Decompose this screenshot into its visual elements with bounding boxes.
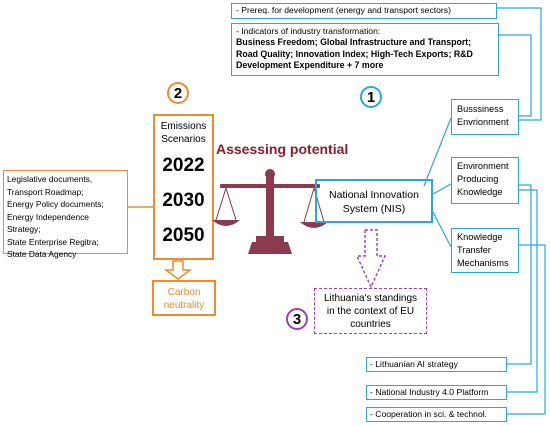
source-item: Legislative documents,: [7, 174, 93, 184]
business-environment-box: Busssiness Envrionment: [451, 99, 519, 135]
environment-line-3: Knowledge: [457, 187, 503, 197]
scenarios-box: Emissions Scenarios 2022 2030 2050: [153, 114, 214, 260]
connector-ai-strategy: [507, 184, 532, 365]
industry-platform-text: - National Industry 4.0 Platform: [370, 387, 489, 397]
connector-indicators: [499, 34, 532, 117]
carbon-line-1: Carbon: [167, 287, 201, 298]
sources-box: Legislative documents, Transport Roadmap…: [3, 170, 128, 259]
scenarios-heading-2: Scenarios: [161, 134, 206, 145]
cooperation-text: - Cooperation in sci. & technol.: [370, 409, 488, 419]
source-item: Transport Roadmap;: [7, 186, 84, 197]
knowledge-line-3: Mechanisms: [457, 258, 509, 268]
knowledge-line-1: Knowledge: [457, 232, 503, 242]
knowledge-line-2: Transfer: [457, 245, 491, 255]
connector-nis-business: [423, 117, 452, 187]
ai-strategy-text: - Lithuanian AI strategy: [370, 359, 458, 369]
connector-nis-knowledge: [432, 211, 452, 248]
indicators-list: Business Freedom; Global Infrastructure …: [236, 37, 473, 70]
source-item: State Enterprise Regitra;: [7, 236, 99, 247]
year-2050: 2050: [162, 225, 205, 246]
indicators-heading: - Indicators of industry transformation:: [236, 26, 381, 36]
ai-strategy-box: - Lithuanian AI strategy: [366, 357, 507, 372]
standings-box: Lithuania's standings in the context of …: [314, 288, 427, 334]
environment-line-2: Producing: [457, 174, 499, 184]
badge-three: 3: [286, 308, 308, 330]
source-item: State Data Agency: [7, 249, 77, 259]
standings-arrow: [355, 229, 387, 289]
nis-line-1: National Innovation: [329, 189, 419, 201]
standings-line-3: countries: [350, 319, 391, 330]
business-line-1: Busssiness: [457, 104, 504, 114]
diagram-title: Assessing potential: [216, 141, 349, 157]
connector-cooperation: [507, 244, 546, 415]
knowledge-transfer-box: Knowledge Transfer Mechanisms: [451, 228, 519, 273]
nis-line-2: System (NIS): [342, 203, 406, 215]
source-item: Energy Policy documents;: [7, 199, 104, 209]
source-item: Energy Independence Strategy;: [7, 211, 89, 235]
environment-knowledge-box: Environment Producing Knowledge: [451, 157, 519, 204]
cooperation-box: - Cooperation in sci. & technol.: [366, 407, 507, 422]
connector-top-prereq: [497, 7, 542, 121]
year-2030: 2030: [162, 190, 205, 211]
connector-nis-environment: [432, 183, 452, 195]
nis-box: National Innovation System (NIS): [315, 179, 433, 223]
carbon-box: Carbon neutrality: [152, 280, 216, 316]
badge-one: 1: [360, 86, 382, 108]
prereq-box: - Prereq. for development (energy and tr…: [231, 3, 497, 19]
year-2022: 2022: [162, 155, 205, 176]
indicators-box: - Indicators of industry transformation:…: [231, 23, 499, 76]
connector-industry: [507, 189, 538, 393]
standings-line-1: Lithuania's standings: [323, 293, 418, 304]
standings-line-2: in the context of EU: [326, 306, 415, 317]
environment-line-1: Environment: [457, 161, 509, 171]
scenarios-heading-1: Emissions: [160, 121, 207, 132]
carbon-line-2: neutrality: [163, 300, 205, 311]
carbon-arrow: [163, 260, 193, 280]
prereq-text: - Prereq. for development (energy and tr…: [236, 5, 451, 15]
industry-platform-box: - National Industry 4.0 Platform: [366, 385, 507, 400]
business-line-2: Envrionment: [457, 117, 509, 127]
badge-two: 2: [167, 82, 189, 104]
balance-scale-icon: [212, 169, 328, 254]
